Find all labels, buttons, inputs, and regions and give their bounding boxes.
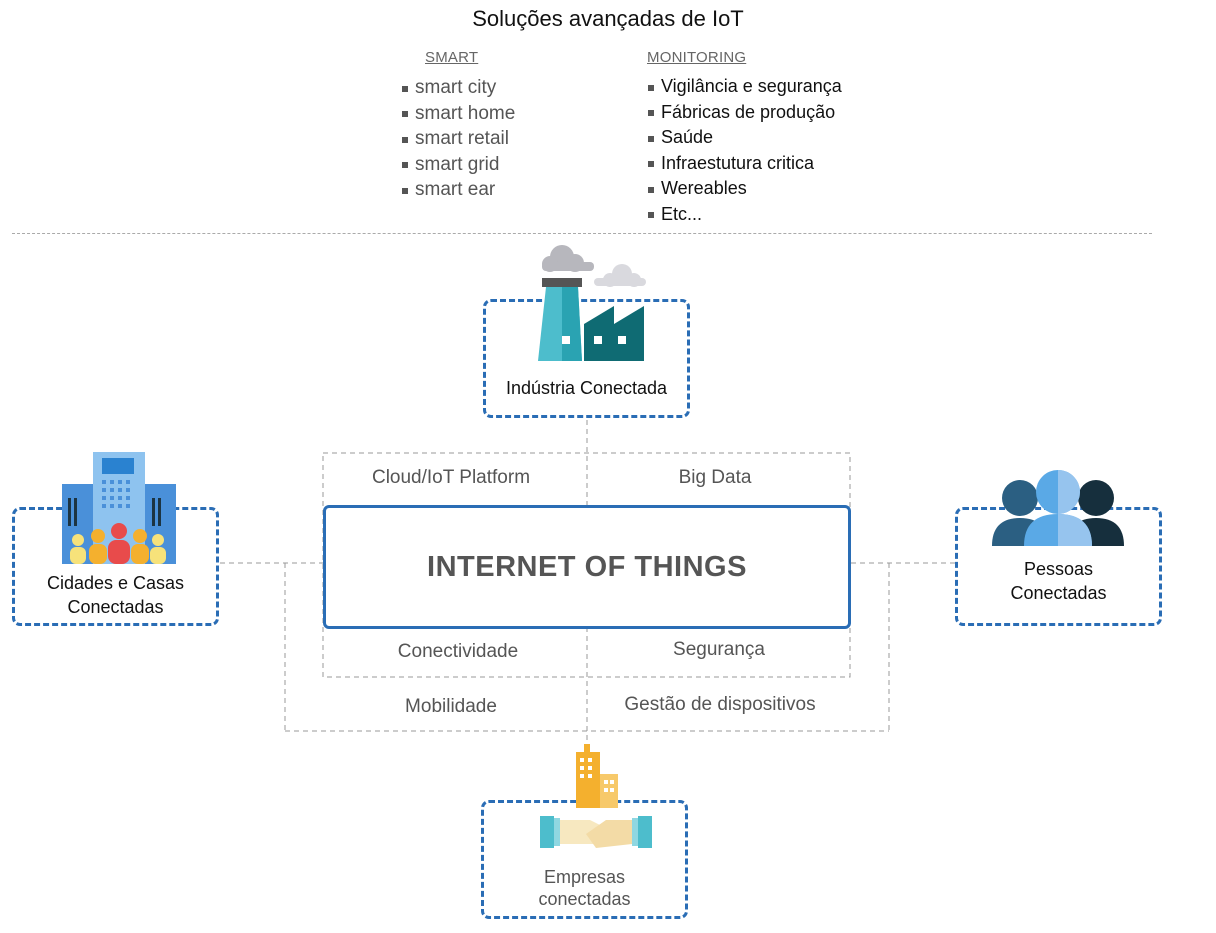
list-item: smart home <box>401 101 515 127</box>
node-empresas-label-1: Empresas <box>543 867 626 887</box>
smart-heading: SMART <box>425 49 479 66</box>
list-item: Infraestutura critica <box>647 151 842 177</box>
node-pessoas: Pessoas Conectadas <box>955 507 1162 626</box>
monitoring-list: Vigilância e segurança Fábricas de produ… <box>647 74 842 227</box>
people-group-icon <box>992 470 1124 546</box>
node-cidades: Cidades e Casas Conectadas <box>12 507 219 626</box>
section-divider <box>12 233 1152 234</box>
list-item: Vigilância e segurança <box>647 74 842 100</box>
handshake-building-icon <box>540 744 652 848</box>
node-pessoas-label-1: Pessoas <box>1023 559 1094 579</box>
node-pessoas-label-2: Conectadas <box>1010 583 1107 603</box>
smart-list: smart city smart home smart retail smart… <box>401 75 515 203</box>
factory-icon <box>538 245 646 361</box>
city-people-icon <box>62 452 176 564</box>
list-item: Fábricas de produção <box>647 100 842 126</box>
hub-label: INTERNET OF THINGS <box>427 550 747 583</box>
node-empresas: Empresas conectadas <box>481 800 688 919</box>
monitoring-heading: MONITORING <box>647 49 747 66</box>
node-cidades-label-1: Cidades e Casas <box>46 573 185 593</box>
list-item: Etc... <box>647 202 842 228</box>
internet-of-things-hub: INTERNET OF THINGS <box>323 505 851 629</box>
feature-gestao-dispositivos: Gestão de dispositivos <box>624 694 816 715</box>
list-item: Wereables <box>647 176 842 202</box>
node-cidades-label-2: Conectadas <box>67 597 164 617</box>
node-industria-label: Indústria Conectada <box>505 378 668 398</box>
list-item: smart ear <box>401 177 515 203</box>
feature-cloud-platform: Cloud/IoT Platform <box>371 467 531 488</box>
feature-conectividade: Conectividade <box>397 641 519 662</box>
list-item: smart grid <box>401 152 515 178</box>
list-item: Saúde <box>647 125 842 151</box>
list-item: smart retail <box>401 126 515 152</box>
feature-seguranca: Segurança <box>673 639 765 660</box>
list-item: smart city <box>401 75 515 101</box>
node-empresas-label-2: conectadas <box>538 889 631 909</box>
feature-big-data: Big Data <box>678 467 752 488</box>
feature-mobilidade: Mobilidade <box>405 696 497 717</box>
page-title: Soluções avançadas de IoT <box>472 6 744 31</box>
